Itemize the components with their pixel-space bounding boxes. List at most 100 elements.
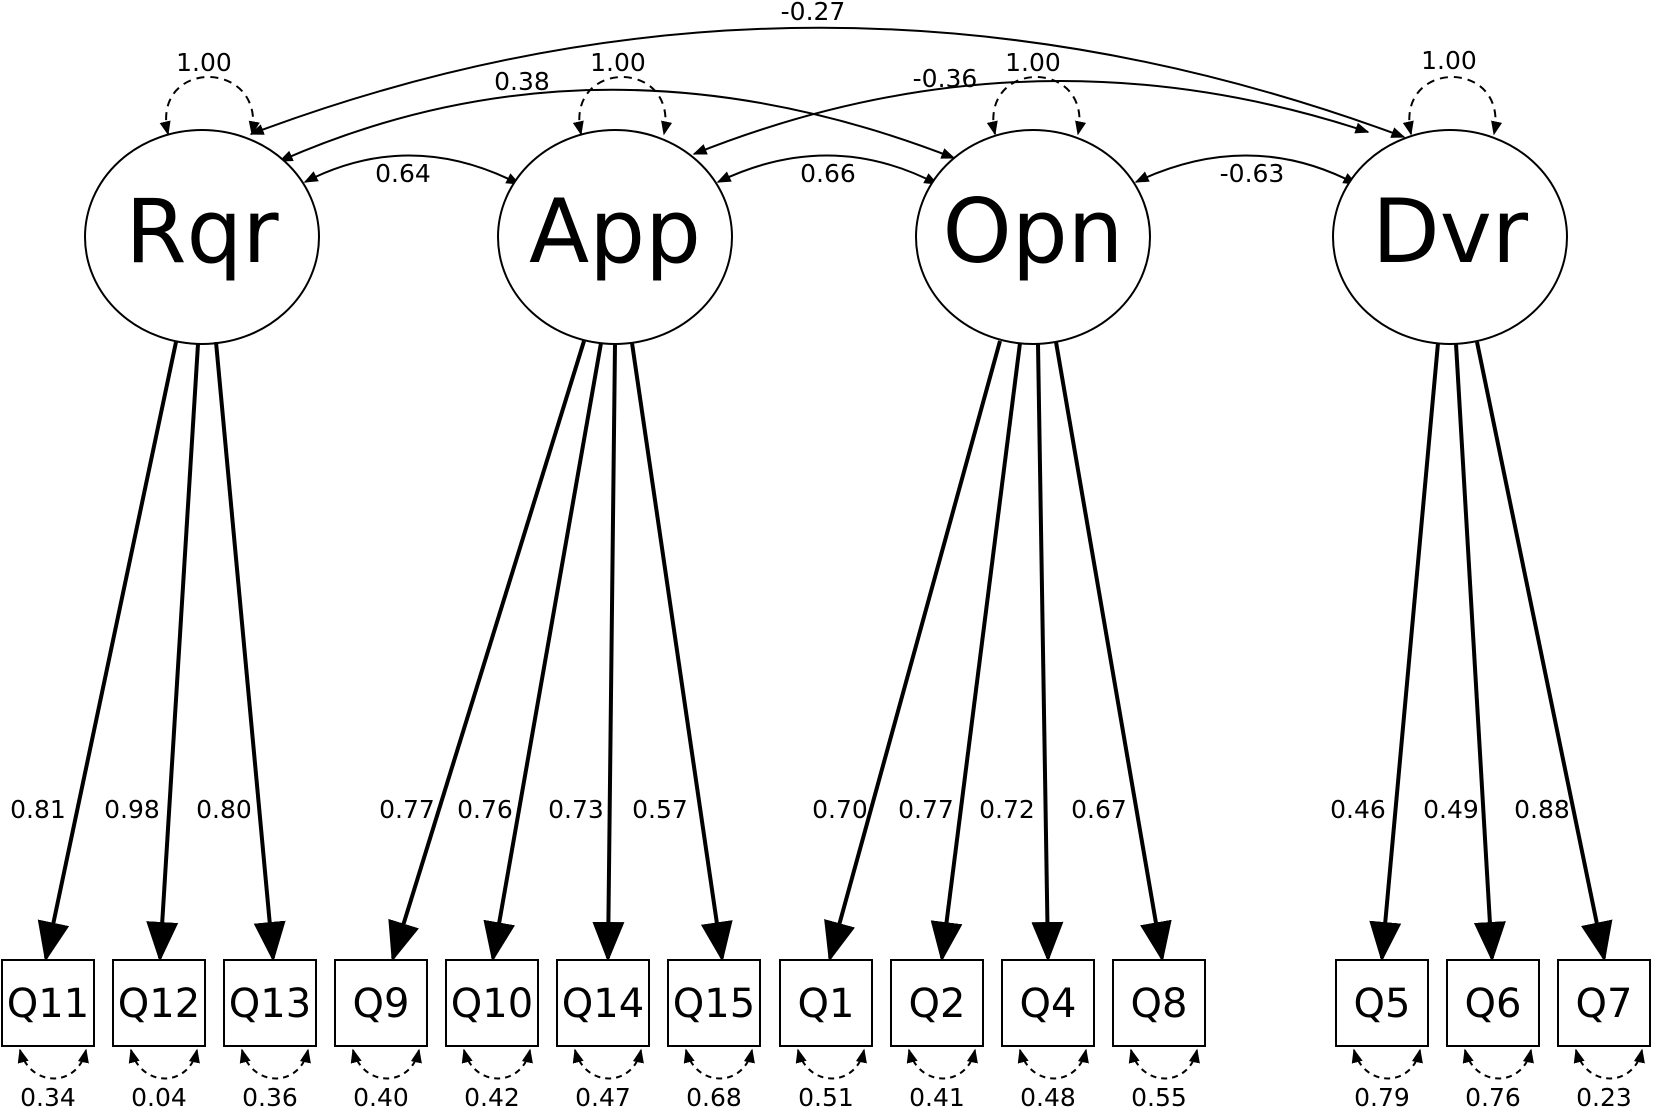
loading-arrow-q14 (592, 343, 625, 962)
factor-variance-label-rqr: 1.00 (176, 48, 232, 77)
correlation-arc-rqr-dvr (249, 26, 1406, 138)
loading-arrow-q5 (1369, 342, 1440, 962)
residual-label-q11: 0.34 (20, 1083, 76, 1109)
loading-arrow-q2 (930, 342, 1022, 962)
item-label-q15: Q15 (673, 981, 755, 1027)
loading-label-q6: 0.49 (1423, 795, 1479, 824)
correlation-arc-opn-dvr (1134, 154, 1358, 185)
loading-label-q4: 0.72 (979, 795, 1035, 824)
residual-loop-q11 (17, 1048, 89, 1080)
factor-variance-label-opn: 1.00 (1005, 48, 1061, 77)
correlation-label-rqr-opn: 0.38 (494, 67, 550, 96)
item-box-q11 (1, 959, 95, 1047)
loading-arrow-q13 (214, 341, 286, 962)
loading-label-q12: 0.98 (104, 795, 160, 824)
residual-label-q6: 0.76 (1465, 1083, 1521, 1109)
residual-label-q13: 0.36 (242, 1083, 298, 1109)
item-label-q13: Q13 (229, 981, 311, 1027)
loading-arrow-q4 (1031, 343, 1064, 962)
factor-label-dvr: Dvr (1372, 180, 1529, 283)
item-label-q12: Q12 (118, 981, 200, 1027)
loading-label-q15: 0.57 (632, 795, 688, 824)
residual-label-q1: 0.51 (798, 1083, 854, 1109)
item-box-q10 (445, 959, 539, 1047)
residual-loop-q7 (1573, 1048, 1645, 1080)
factor-variance-label-app: 1.00 (590, 48, 646, 77)
residual-label-q4: 0.48 (1020, 1083, 1076, 1109)
residual-label-q10: 0.42 (464, 1083, 520, 1109)
item-box-q9 (334, 959, 428, 1047)
factor-ellipse-opn (915, 129, 1151, 345)
residual-loop-q6 (1462, 1048, 1534, 1080)
correlation-label-layer: 0.64 0.66 -0.63 0.38 -0.36 -0.27 (375, 0, 1284, 188)
residual-label-q8: 0.55 (1131, 1083, 1187, 1109)
item-box-q1 (779, 959, 873, 1047)
loading-label-layer: 0.81 0.98 0.80 0.77 0.76 0.73 0.57 0.70 … (10, 795, 1570, 824)
correlation-label-app-opn: 0.66 (800, 159, 856, 188)
item-label-q1: Q1 (798, 981, 855, 1027)
residual-label-q5: 0.79 (1354, 1083, 1410, 1109)
loading-label-q10: 0.76 (457, 795, 513, 824)
residual-loop-q10 (461, 1048, 533, 1080)
residual-label-layer: 0.34 0.04 0.36 0.40 0.42 0.47 0.68 0.51 … (20, 1083, 1632, 1109)
residual-loop-q9 (350, 1048, 422, 1080)
correlation-label-rqr-app: 0.64 (375, 159, 431, 188)
loading-arrow-q6 (1454, 343, 1506, 962)
correlation-label-rqr-dvr: -0.27 (781, 0, 846, 26)
factor-variance-label-layer: 1.00 1.00 1.00 1.00 (176, 46, 1477, 77)
loading-label-q8: 0.67 (1071, 795, 1127, 824)
item-label-layer: Q11 Q12 Q13 Q9 Q10 Q14 Q15 Q1 Q2 Q4 Q8 Q… (7, 981, 1633, 1027)
item-label-q6: Q6 (1465, 981, 1522, 1027)
item-label-q5: Q5 (1354, 981, 1411, 1027)
item-label-q9: Q9 (353, 981, 410, 1027)
item-box-q14 (556, 959, 650, 1047)
residual-loop-q4 (1017, 1048, 1089, 1080)
item-box-q2 (890, 959, 984, 1047)
item-box-q12 (112, 959, 206, 1047)
loading-label-q7: 0.88 (1514, 795, 1570, 824)
factor-variance-label-dvr: 1.00 (1421, 46, 1477, 75)
loading-label-q14: 0.73 (548, 795, 604, 824)
residual-loop-q2 (906, 1048, 978, 1080)
item-label-q4: Q4 (1020, 981, 1077, 1027)
factor-ellipse-dvr (1332, 129, 1568, 345)
loading-arrow-q15 (630, 342, 733, 962)
loading-arrow-q11 (37, 341, 178, 962)
residual-label-q7: 0.23 (1576, 1083, 1632, 1109)
item-box-q8 (1112, 959, 1206, 1047)
residual-label-q14: 0.47 (575, 1083, 631, 1109)
loading-label-q13: 0.80 (196, 795, 252, 824)
residual-loop-q1 (795, 1048, 867, 1080)
correlation-layer (249, 26, 1406, 185)
loading-label-q9: 0.77 (379, 795, 435, 824)
factor-label-opn: Opn (943, 180, 1124, 283)
item-label-q2: Q2 (909, 981, 966, 1027)
factor-variance-layer (159, 76, 1503, 136)
loading-arrow-layer (37, 340, 1613, 962)
correlation-arc-app-dvr (692, 80, 1370, 155)
item-label-q11: Q11 (7, 981, 89, 1027)
factor-layer (84, 129, 1568, 345)
item-box-q13 (223, 959, 317, 1047)
residual-label-q9: 0.40 (353, 1083, 409, 1109)
item-box-q6 (1446, 959, 1540, 1047)
item-label-q7: Q7 (1576, 981, 1633, 1027)
factor-label-layer: Rqr App Opn Dvr (125, 180, 1528, 283)
factor-label-rqr: Rqr (125, 180, 279, 283)
residual-label-q2: 0.41 (909, 1083, 965, 1109)
loading-arrow-q10 (483, 342, 603, 962)
item-box-q15 (667, 959, 761, 1047)
loading-label-q5: 0.46 (1330, 795, 1386, 824)
item-label-q10: Q10 (451, 981, 533, 1027)
loading-label-q1: 0.70 (812, 795, 868, 824)
loading-label-q11: 0.81 (10, 795, 66, 824)
factor-variance-loop-dvr (1402, 76, 1503, 136)
residual-loop-q8 (1128, 1048, 1200, 1080)
residual-loop-q12 (128, 1048, 200, 1080)
factor-variance-loop-opn (986, 76, 1087, 136)
factor-variance-loop-rqr (159, 76, 260, 136)
item-box-q4 (1001, 959, 1095, 1047)
item-box-layer (1, 959, 1651, 1047)
residual-loop-q14 (572, 1048, 644, 1080)
